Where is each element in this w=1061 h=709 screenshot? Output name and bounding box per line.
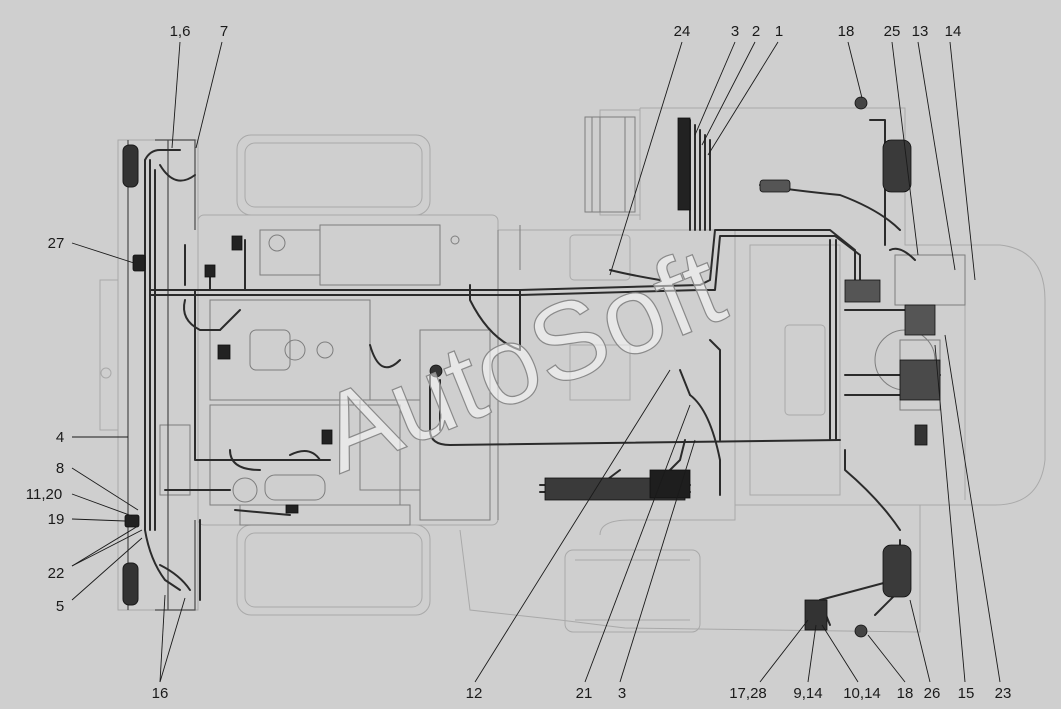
callout-12: 12	[466, 685, 483, 702]
callout-1: 1	[775, 23, 783, 40]
leader-lines	[71, 41, 1001, 683]
callout-2: 2	[752, 23, 760, 40]
callout-25: 25	[884, 23, 901, 40]
callout-16: 16	[152, 685, 169, 702]
callout-4: 4	[56, 429, 64, 446]
callout-17-28: 17,28	[729, 685, 767, 702]
fuse-block-24	[677, 117, 691, 211]
callout-24: 24	[674, 23, 691, 40]
lamp-bottom-right	[882, 544, 912, 598]
callout-26: 26	[924, 685, 941, 702]
callouts-top: 1,6 7 24 3 2 1 18 25 13 14	[170, 23, 962, 40]
callout-19: 19	[48, 511, 65, 528]
callout-5: 5	[56, 598, 64, 615]
connector-19	[124, 514, 140, 528]
callout-3-top: 3	[731, 23, 739, 40]
callout-13: 13	[912, 23, 929, 40]
callout-9-14: 9,14	[793, 685, 822, 702]
callout-11-20: 11,20	[26, 486, 62, 503]
wiring-harness	[144, 119, 941, 626]
engine-detail	[159, 116, 966, 526]
callouts-left: 27 4 8 11,20 19 22 5	[26, 235, 65, 615]
headlight-top	[122, 144, 139, 188]
callout-10-14: 10,14	[843, 685, 881, 702]
callout-1-6: 1,6	[170, 23, 191, 40]
callout-22: 22	[48, 565, 65, 582]
connector-27	[132, 254, 146, 272]
headlights	[122, 144, 139, 606]
callouts-bottom: 16 12 21 3 17,28 9,14 10,14 18 26 15 23	[152, 685, 1012, 702]
callout-18-bottom: 18	[897, 685, 914, 702]
callout-21: 21	[576, 685, 593, 702]
callout-7: 7	[220, 23, 228, 40]
callout-27: 27	[48, 235, 65, 252]
callout-8: 8	[56, 460, 64, 477]
callout-3-bottom: 3	[618, 685, 626, 702]
callout-15: 15	[958, 685, 975, 702]
lamp-top-right	[882, 139, 912, 193]
callout-23: 23	[995, 685, 1012, 702]
callout-14: 14	[945, 23, 962, 40]
headlight-bottom	[122, 562, 139, 606]
callout-18-top: 18	[838, 23, 855, 40]
harness-components	[124, 96, 941, 638]
